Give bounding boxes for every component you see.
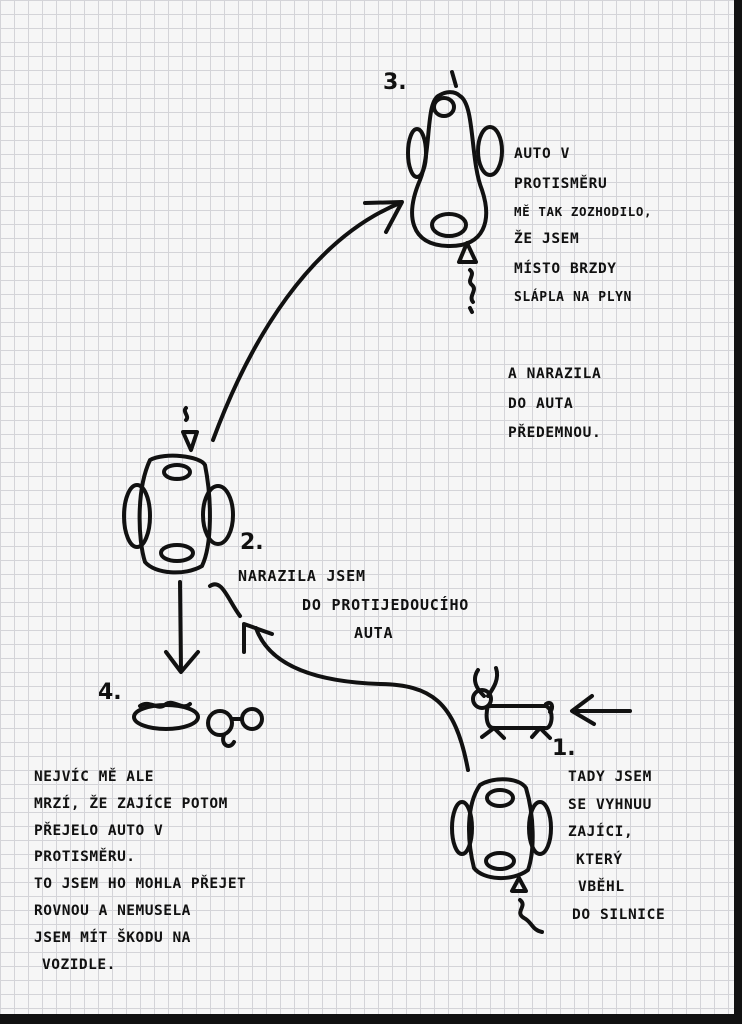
step-3-line: MĚ TAK ZOZHODILO,	[514, 204, 653, 220]
step-4-line: TO JSEM HO MOHLA PŘEJET	[34, 876, 247, 893]
page-right-border	[734, 0, 742, 1024]
step-1-line: KTERÝ	[576, 851, 623, 868]
step-4-number: 4.	[98, 680, 122, 705]
step-4-note: NEJVÍC MĚ ALE MRZÍ, ŽE ZAJÍCE POTOM PŘEJ…	[34, 764, 246, 979]
step-3-line: A NARAZILA	[508, 366, 602, 382]
step-2-line: AUTA	[354, 624, 394, 642]
step-2-number: 2.	[240, 530, 264, 555]
car-3-icon	[406, 70, 504, 314]
step-4-line: JSEM MÍT ŠKODU NA	[34, 929, 191, 946]
step-3-line: PROTISMĚRU	[514, 175, 608, 192]
step-3-line: AUTO V	[514, 146, 570, 162]
arrow-2-to-3-head	[363, 200, 404, 234]
step-3-note-continued: A NARAZILA DO AUTA PŘEDEMNOU.	[508, 360, 601, 449]
arrow-2-to-4-head	[164, 650, 200, 674]
car-1-icon	[450, 777, 553, 934]
step-1-note: TADY JSEM SE VYHNUU ZAJÍCI, KTERÝ VBĚHL …	[568, 764, 665, 929]
step-1-line: TADY JSEM	[568, 769, 652, 785]
step-4-line: MRZÍ, ŽE ZAJÍCE POTOM	[34, 795, 228, 812]
step-1-line: VBĚHL	[578, 879, 625, 896]
step-1-number: 1.	[552, 736, 576, 761]
step-2-note: NARAZILA JSEM DO PROTIJEDOUCÍHO AUTA	[238, 562, 469, 648]
step-1-line: ZAJÍCI,	[568, 824, 634, 841]
step-3-note: AUTO V PROTISMĚRU MĚ TAK ZOZHODILO, ŽE J…	[514, 140, 652, 311]
step-4-line: PŘEJELO AUTO V	[34, 822, 164, 839]
step-3-line: SLÁPLA NA PLYN	[514, 289, 632, 305]
arrow-2-to-3	[211, 201, 402, 442]
hare-pointer-arrow-head	[570, 694, 596, 726]
step-2-line: DO PROTIJEDOUCÍHO	[302, 595, 470, 614]
hare-icon	[471, 666, 555, 740]
step-3-line: ŽE JSEM	[514, 231, 580, 248]
step-3-number: 3.	[383, 70, 407, 95]
arrow-1-to-2	[254, 626, 470, 772]
step-4-line: VOZIDLE.	[42, 956, 116, 973]
impact-arc	[208, 582, 242, 618]
step-4-line: NEJVÍC MĚ ALE	[34, 769, 154, 785]
page-bottom-border	[0, 1014, 742, 1024]
step-3-line: MÍSTO BRZDY	[514, 260, 617, 277]
arrow-1-to-2-head	[242, 622, 274, 654]
arrow-2-to-4	[178, 580, 183, 672]
step-2-line: NARAZILA JSEM	[238, 567, 366, 585]
step-3-line: PŘEDEMNOU.	[508, 425, 602, 442]
step-4-line: PROTISMĚRU.	[34, 849, 136, 866]
step-4-line: ROVNOU A NEMUSELA	[34, 903, 191, 920]
squashed-hare-icon	[132, 700, 264, 748]
car-2-icon	[122, 406, 235, 575]
step-3-line: DO AUTA	[508, 395, 574, 412]
step-1-line: DO SILNICE	[572, 906, 666, 923]
step-1-line: SE VYHNUU	[568, 796, 652, 813]
